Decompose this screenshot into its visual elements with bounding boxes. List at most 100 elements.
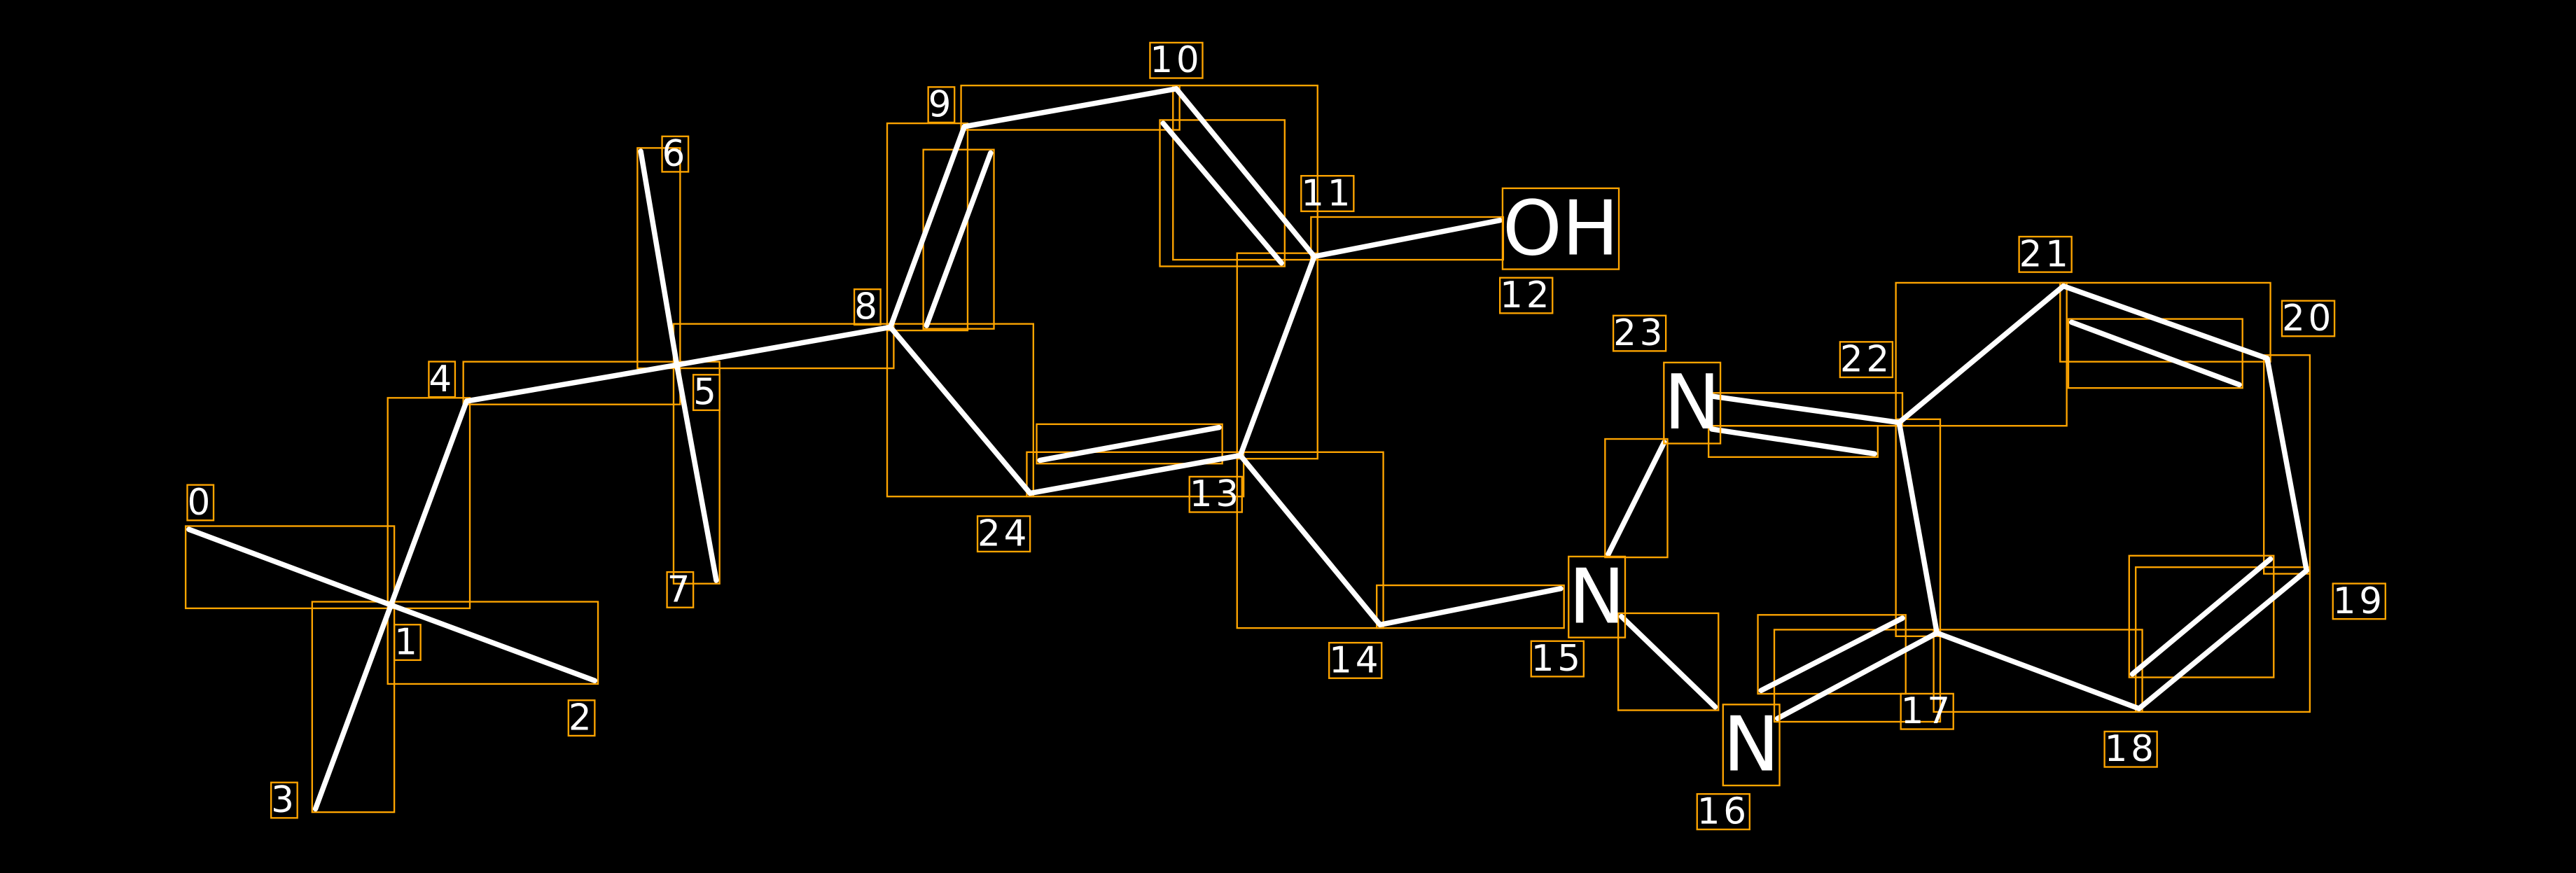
bond-bbox [1773, 629, 1942, 723]
bond-24-8 [887, 324, 1033, 496]
atom-index-label: 16 [1697, 790, 1750, 832]
bond-bbox [1236, 252, 1318, 460]
atom-index-label: 20 [2282, 298, 2334, 340]
bond-bbox [1604, 438, 1669, 559]
label-bbox [927, 86, 956, 124]
double-bond-inner-line [2129, 556, 2274, 677]
bond-1-4 [388, 398, 470, 608]
label-bbox [1722, 704, 1781, 787]
bond-bbox [886, 122, 969, 332]
bond-bbox [960, 84, 1181, 131]
bond-13-14 [1237, 452, 1383, 628]
atom-index-label: 10 [1150, 39, 1202, 81]
bond-bbox [1757, 614, 1907, 695]
atom-index-label: 17 [1901, 690, 1954, 732]
label-bbox [1839, 341, 1894, 379]
bond-23-15 [1606, 439, 1667, 557]
label-bbox [692, 374, 720, 412]
bond-22-21 [1896, 283, 2066, 426]
label-bbox [1501, 187, 1620, 270]
label-bbox [393, 624, 422, 662]
label-bbox [1696, 792, 1750, 830]
bond-bbox [1895, 418, 1942, 638]
label-bbox [1149, 41, 1204, 79]
bond-8-9 [887, 124, 968, 330]
label-bbox [1530, 640, 1585, 678]
atom-index-label: 6 [662, 133, 689, 175]
atom-index-label: 14 [1329, 639, 1381, 681]
label-bbox [666, 571, 695, 608]
bond-bbox [886, 323, 1034, 498]
label-bbox [976, 515, 1031, 553]
atom-index-label: 23 [1613, 312, 1666, 354]
bond-bbox [1895, 281, 2068, 427]
label-bbox [661, 135, 690, 173]
bond-0-1 [186, 526, 394, 608]
bond-bbox [1236, 451, 1384, 629]
atom-index-label: 9 [928, 84, 955, 126]
bond-bbox [1172, 84, 1318, 261]
bond-bbox [2135, 566, 2311, 713]
double-bond-inner-line [1037, 424, 1222, 463]
double-bond-inner-line [1709, 426, 1877, 456]
bond-bbox [387, 601, 599, 685]
double-bond-inner-line [2068, 319, 2242, 388]
bond-bbox [311, 601, 396, 813]
bond-4-5 [464, 362, 680, 404]
label-bbox [2281, 300, 2336, 337]
bond-9-10 [961, 86, 1179, 130]
bond-17-22 [1896, 419, 1940, 636]
bond-20-19 [2264, 356, 2309, 573]
bond-14-15 [1377, 585, 1564, 628]
label-bbox [2018, 235, 2073, 273]
atom-index-label: 11 [1301, 172, 1353, 214]
atom-index-label: 13 [1190, 473, 1242, 515]
atom-index-label: 21 [2019, 233, 2072, 275]
bond-1-2 [388, 602, 598, 683]
bond-bbox [1026, 451, 1245, 498]
bond-bbox [1159, 119, 1286, 267]
label-bbox [1612, 314, 1667, 352]
bond-11-12 [1311, 217, 1503, 260]
bond-19-18 [2136, 568, 2309, 711]
double-bond-inner-line [924, 150, 994, 328]
bond-bounding-boxes [184, 84, 2311, 813]
bonds [186, 86, 2309, 812]
bond-16-17 [1774, 630, 1940, 722]
bond-bbox [2263, 354, 2311, 575]
element-label-oh: OH [1503, 185, 1619, 272]
bond-bbox [184, 525, 396, 610]
label-bbox [270, 781, 298, 819]
atom-index-label: 2 [569, 697, 595, 739]
bond-22-23 [1709, 393, 1902, 426]
label-bbox [1900, 692, 1954, 730]
label-bbox [1300, 174, 1355, 212]
bond-bbox [1376, 584, 1565, 629]
atom-index-label: 0 [187, 482, 214, 524]
atom-index-label: 24 [977, 513, 1030, 555]
bond-13-24 [1027, 452, 1244, 496]
element-label-n-23: N [1664, 359, 1720, 447]
bond-15-16 [1619, 613, 1718, 710]
element-label-n-15: N [1568, 553, 1625, 641]
double-bond-inner-line [1758, 615, 1905, 694]
label-bbox [2332, 582, 2386, 620]
atom-index-label: 4 [429, 358, 455, 400]
atom-index-label: 19 [2333, 580, 2386, 622]
label-bbox [1663, 361, 1722, 445]
double-bond-inner-line [1160, 120, 1284, 266]
atom-index-label: 3 [271, 779, 298, 821]
atom-index-label: 12 [1500, 274, 1552, 316]
bond-18-17 [1934, 630, 2142, 711]
atom-index-label: 18 [2105, 728, 2157, 770]
atom-index-label: 22 [1840, 339, 1893, 381]
bond-5-7 [674, 362, 719, 583]
label-bbox [428, 361, 457, 398]
bond-bbox [1617, 612, 1720, 711]
label-bbox [1188, 475, 1243, 513]
atom-index-label: 15 [1531, 638, 1584, 680]
label-bbox [567, 699, 596, 737]
